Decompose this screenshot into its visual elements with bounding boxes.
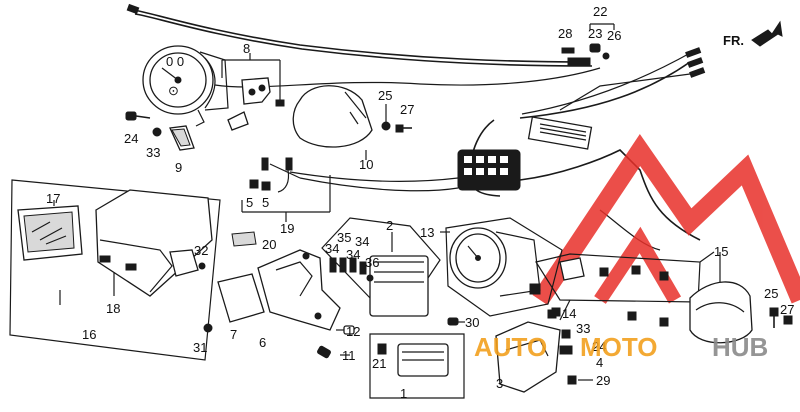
bolts-22-assembly [561,23,615,60]
callout-16: 16 [82,327,96,342]
callout-2: 2 [386,218,393,233]
watermark-text: AUTO MOTO HUB [474,332,768,362]
indicator-housing-16 [9,179,221,361]
tachometer-assembly: 0 0 ⊙ [142,45,229,127]
bolts-25-27-top [381,104,412,133]
callout-15: 15 [714,244,728,259]
callout-13: 13 [420,225,434,240]
callout-labels: 8 24 33 9 10 25 27 22 28 23 26 FR. 5 5 1… [46,4,794,401]
callout-12: 12 [346,324,360,339]
speedometer-cable [126,3,593,67]
callout-34c: 34 [346,247,360,262]
meter-cover-15 [689,252,753,344]
callout-23: 23 [588,26,602,41]
connector-block [457,149,521,191]
callout-35: 35 [337,230,351,245]
callout-4: 4 [596,355,603,370]
watermark-hub: HUB [712,332,768,362]
callout-8: 8 [243,41,250,56]
bracket-9 [169,125,195,151]
callout-9: 9 [175,160,182,175]
wire-harness [289,47,706,251]
callout-32: 32 [194,243,208,258]
plate-20 [231,231,257,247]
speedometer-assembly-13 [445,217,563,317]
fr-marker: FR. [723,33,744,48]
regulator-2 [321,217,441,317]
callout-18: 18 [106,301,120,316]
front-direction-arrow [751,20,783,47]
callout-10: 10 [359,157,373,172]
callout-25: 25 [378,88,392,103]
callout-20: 20 [262,237,276,252]
callout-29: 29 [596,373,610,388]
callout-33b: 33 [576,321,590,336]
callout-31: 31 [193,340,207,355]
svg-text:0 0: 0 0 [166,54,184,69]
callout-5b: 5 [262,195,269,210]
tachometer-cable [214,67,601,88]
meter-bracket-6 [217,249,341,331]
bracket-8 [221,53,285,131]
watermark-moto: MOTO [580,332,658,362]
callout-1: 1 [400,386,407,401]
callout-3: 3 [496,376,503,391]
callout-24b: 24 [592,339,606,354]
callout-22: 22 [593,4,607,19]
bolt-30 [447,317,459,326]
svg-text:⊙: ⊙ [168,83,179,98]
callout-25b: 25 [764,286,778,301]
callout-34a: 34 [355,234,369,249]
callout-27: 27 [400,102,414,117]
callout-33: 33 [146,145,160,160]
callout-36: 36 [365,255,379,270]
callout-11: 11 [342,348,356,363]
callout-5a: 5 [246,195,253,210]
bolts-25-27-right [769,307,793,328]
callout-34b: 34 [325,241,339,256]
callout-19: 19 [280,221,294,236]
bolt-24-washer-33 [125,111,162,137]
callout-6: 6 [259,335,266,350]
callout-21: 21 [372,356,386,371]
callout-27b: 27 [780,302,794,317]
callout-30: 30 [465,315,479,330]
callout-28: 28 [558,26,572,41]
bulb-sockets-19 [241,157,331,222]
meter-cover-10 [292,85,373,160]
callout-17: 17 [46,191,60,206]
callout-7: 7 [230,327,237,342]
leader-lines [59,231,715,381]
callout-24: 24 [124,131,138,146]
unit-1 [369,333,465,399]
callout-14: 14 [562,306,576,321]
callout-26: 26 [607,28,621,43]
watermark-auto: AUTO [474,332,547,362]
